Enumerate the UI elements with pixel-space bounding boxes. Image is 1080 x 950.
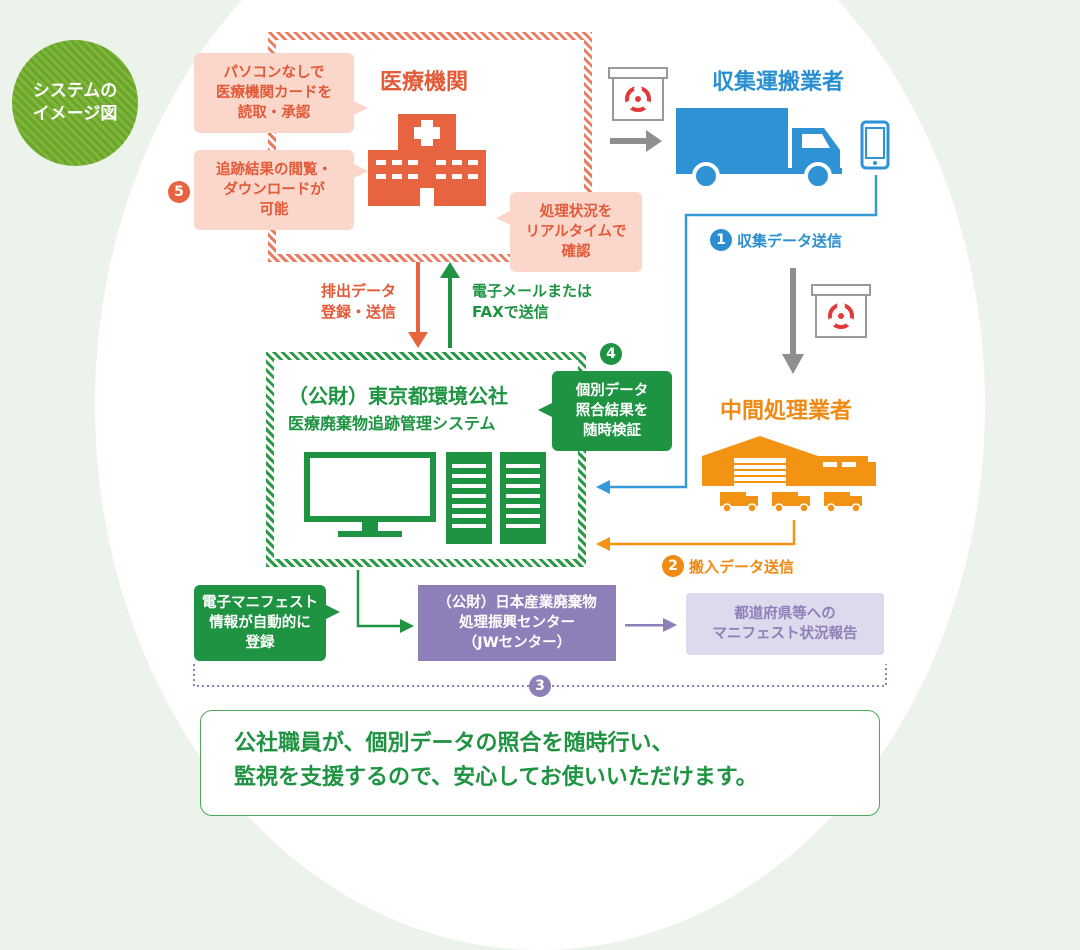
prefecture-report-box: 都道府県等への マニフェスト状況報告 — [686, 593, 884, 655]
orange-arrow-down — [408, 262, 428, 348]
bubble-tracking-line2: ダウンロードが — [223, 182, 325, 198]
step-5-number: 5 — [174, 184, 184, 200]
check-line1: 個別データ — [575, 383, 649, 399]
orange-flow-line — [596, 520, 796, 551]
jw-center-box: （公財）日本産業廃棄物 処理振興センター （JWセンター） — [418, 585, 616, 661]
badge-line1: システムの — [32, 81, 118, 101]
bubble-realtime-line3: 確認 — [561, 244, 591, 260]
discharge-data-label: 排出データ 登録・送信 — [300, 281, 396, 323]
bubble-realtime-status: 処理状況を リアルタイムで 確認 — [510, 192, 642, 272]
carry-in-data-send-label: 搬入データ送信 — [689, 558, 795, 576]
factory-icon — [702, 436, 876, 513]
step-3-number: 3 — [535, 678, 545, 694]
bubble-e-manifest: 電子マニフェスト 情報が自動的に 登録 — [194, 585, 326, 661]
server-document-icon — [446, 452, 546, 544]
step-5-badge: 5 — [168, 181, 190, 203]
bubble-realtime-line2: リアルタイムで — [525, 224, 627, 240]
manifest-line2: 情報が自動的に — [209, 615, 311, 631]
truck-icon — [676, 108, 842, 190]
step-3-bracket — [193, 664, 887, 687]
bottom-message-line1: 公社職員が、個別データの照合を随時行い、 — [234, 731, 674, 756]
email-fax-line1: 電子メールまたは — [472, 282, 593, 300]
biohazard-box-icon — [608, 67, 668, 121]
biohazard-box-icon — [811, 284, 871, 338]
jw-line1: （公財）日本産業廃棄物 — [437, 595, 597, 611]
email-fax-label: 電子メールまたは FAXで送信 — [472, 281, 592, 323]
step-1-number: 1 — [716, 232, 726, 248]
bubble-pc-line1: パソコンなしで — [223, 65, 325, 81]
bubble-individual-check: 個別データ 照合結果を 随時検証 — [552, 371, 672, 451]
green-flow-line — [356, 570, 414, 633]
smartphone-icon — [860, 120, 890, 170]
step-3-badge: 3 — [529, 675, 551, 697]
green-arrow-up — [440, 262, 460, 348]
hospital-building-icon — [368, 114, 486, 206]
step-4-number: 4 — [606, 346, 616, 362]
blue-flow-line — [596, 175, 878, 494]
kosha-subtitle: 医療廃棄物追跡管理システム — [288, 414, 496, 433]
gray-arrow-to-truck — [610, 130, 662, 152]
bubble-manifest-tail — [324, 604, 340, 620]
bottom-message-box: 公社職員が、個別データの照合を随時行い、 監視を支援するので、安心してお使いいた… — [200, 710, 880, 816]
discharge-line1: 排出データ — [320, 282, 396, 300]
discharge-line2: 登録・送信 — [320, 303, 396, 321]
bubble-pc-reading: パソコンなしで 医療機関カードを 読取・承認 — [194, 53, 354, 133]
bubble-realtime-tail — [496, 210, 512, 226]
bubble-pc-tail — [352, 100, 368, 116]
bottom-message-line2: 監視を支援するので、安心してお使いいただけます。 — [234, 765, 758, 790]
bubble-check-tail — [538, 402, 554, 418]
step-4-badge: 4 — [600, 343, 622, 365]
monitor-icon — [304, 452, 436, 537]
step-2-badge: 2 — [662, 555, 684, 577]
email-fax-line2: FAXで送信 — [472, 303, 549, 321]
system-image-badge: システムの イメージ図 — [12, 40, 138, 166]
check-line3: 随時検証 — [583, 423, 641, 439]
bubble-tracking-tail — [352, 163, 368, 179]
hospital-title: 医療機関 — [380, 70, 469, 95]
bubble-tracking-line3: 可能 — [259, 202, 289, 218]
bubble-tracking-line1: 追跡結果の閲覧・ — [216, 162, 332, 178]
intermediate-title: 中間処理業者 — [720, 399, 853, 424]
collect-data-send-label: 収集データ送信 — [737, 232, 843, 250]
check-line2: 照合結果を — [575, 403, 649, 419]
manifest-line1: 電子マニフェスト — [202, 595, 318, 611]
jw-line3: （JWセンター） — [462, 635, 572, 651]
bubble-realtime-line1: 処理状況を — [539, 204, 613, 220]
bubble-tracking-results: 追跡結果の閲覧・ ダウンロードが 可能 — [194, 150, 354, 230]
kosha-title: （公財）東京都環境公社 — [288, 384, 508, 408]
bubble-pc-line3: 読取・承認 — [237, 105, 311, 121]
gray-arrow-down — [782, 268, 804, 374]
report-line2: マニフェスト状況報告 — [712, 626, 858, 642]
bubble-pc-line2: 医療機関カードを — [216, 85, 332, 101]
step-2-number: 2 — [668, 558, 678, 574]
step-1-badge: 1 — [710, 229, 732, 251]
report-line1: 都道府県等への — [734, 606, 836, 622]
purple-arrow-right — [625, 618, 677, 632]
collector-title: 収集運搬業者 — [712, 70, 845, 95]
jw-line2: 処理振興センター — [459, 615, 575, 631]
manifest-line3: 登録 — [245, 635, 275, 651]
badge-line2: イメージ図 — [32, 104, 118, 124]
